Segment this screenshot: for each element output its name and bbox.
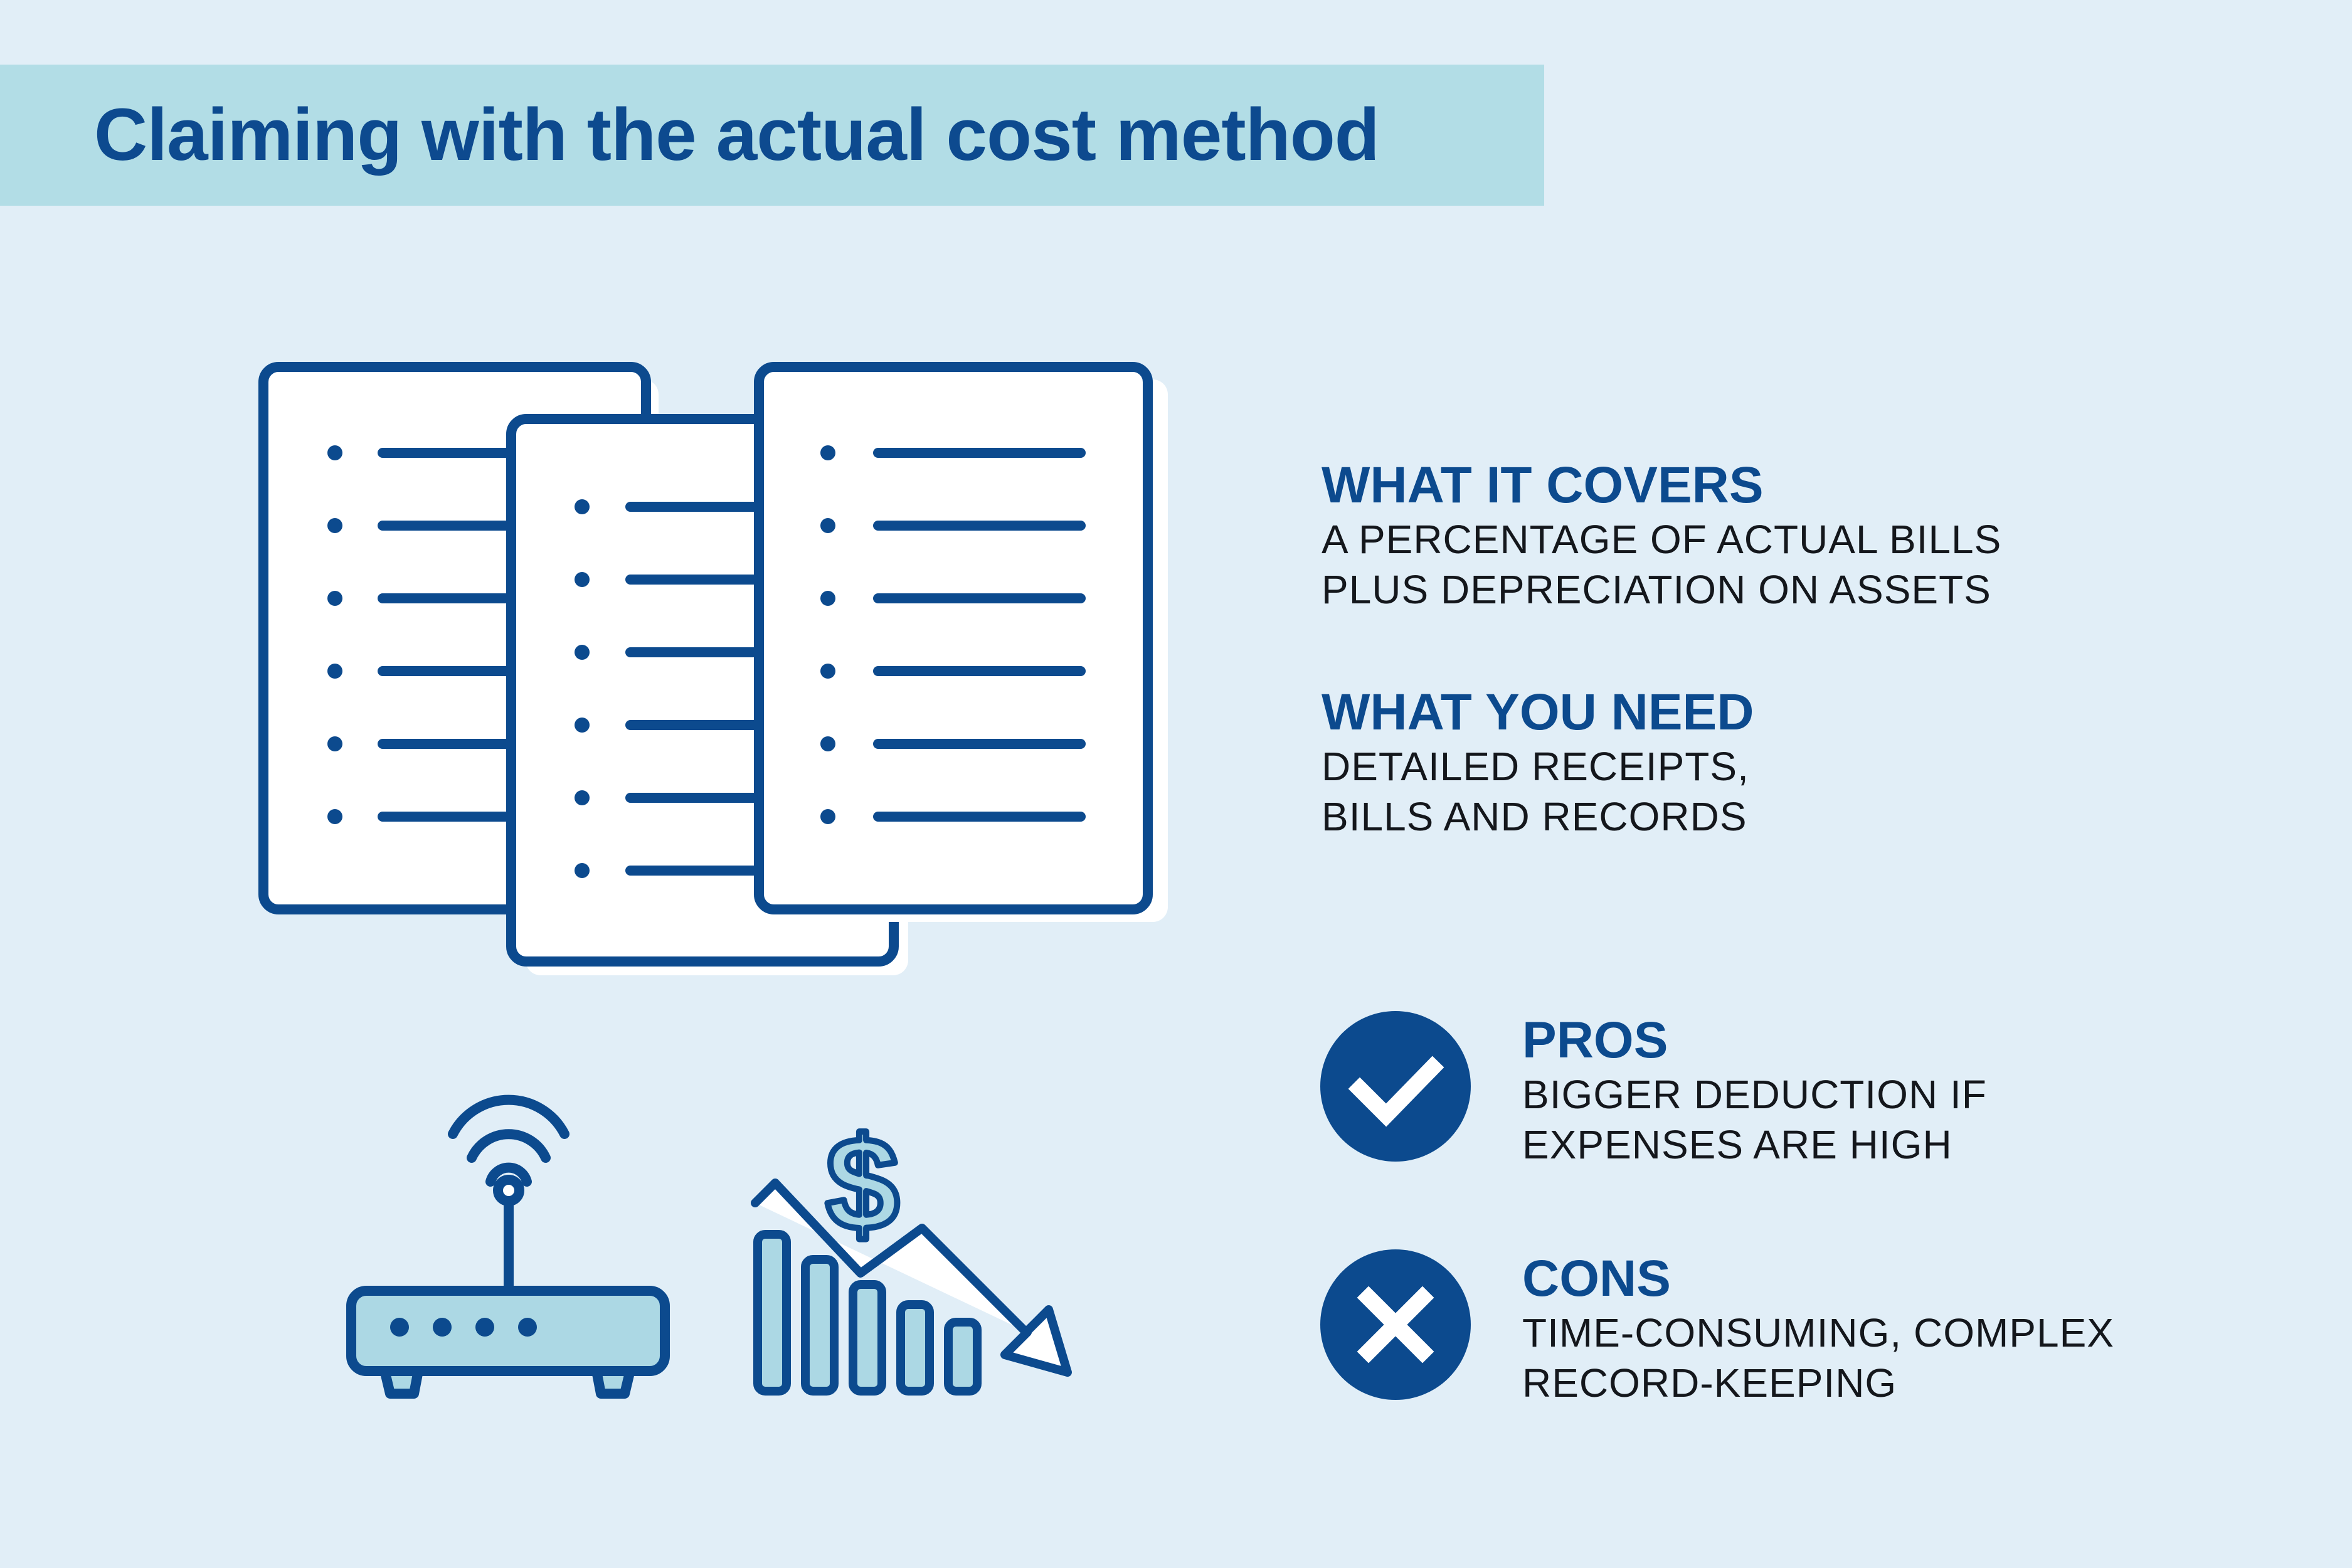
covers-line: A PERCENTAGE OF ACTUAL BILLS (1322, 517, 2002, 562)
document-page (754, 362, 1153, 914)
dollar-sign-icon: $ (826, 1110, 899, 1258)
needs-description: DETAILED RECEIPTS, BILLS AND RECORDS (1322, 741, 1754, 842)
wifi-router-icon (346, 1094, 670, 1399)
pros-line: EXPENSES ARE HIGH (1522, 1122, 1952, 1167)
covers-heading: WHAT IT COVERS (1322, 457, 1764, 514)
cons-line: RECORD-KEEPING (1522, 1360, 1897, 1406)
cons-heading: CONS (1522, 1250, 1671, 1307)
covers-section: WHAT IT COVERS A PERCENTAGE OF ACTUAL BI… (1322, 457, 2001, 615)
needs-section: WHAT YOU NEED DETAILED RECEIPTS, BILLS A… (1322, 684, 1754, 842)
pros-description: BIGGER DEDUCTION IF EXPENSES ARE HIGH (1522, 1069, 1987, 1170)
document-stack-icon (258, 362, 1168, 975)
needs-line: BILLS AND RECORDS (1322, 794, 1747, 839)
needs-line: DETAILED RECEIPTS, (1322, 744, 1749, 789)
declining-dollar-chart-icon: $ (751, 1107, 1072, 1396)
pros-heading: PROS (1522, 1012, 1668, 1069)
cons-section: CONS TIME-CONSUMING, COMPLEX RECORD-KEEP… (1522, 1250, 2114, 1408)
x-circle-icon (1320, 1249, 1471, 1400)
cons-description: TIME-CONSUMING, COMPLEX RECORD-KEEPING (1522, 1308, 2114, 1408)
covers-description: A PERCENTAGE OF ACTUAL BILLS PLUS DEPREC… (1322, 514, 2001, 615)
needs-heading: WHAT YOU NEED (1322, 684, 1754, 741)
covers-line: PLUS DEPRECIATION ON ASSETS (1322, 567, 1991, 612)
page-title: Claiming with the actual cost method (94, 93, 1380, 176)
pros-line: BIGGER DEDUCTION IF (1522, 1072, 1987, 1117)
cons-line: TIME-CONSUMING, COMPLEX (1522, 1310, 2114, 1355)
pros-section: PROS BIGGER DEDUCTION IF EXPENSES ARE HI… (1522, 1012, 1987, 1170)
title-band: Claiming with the actual cost method (0, 65, 1544, 206)
check-circle-icon (1320, 1011, 1471, 1162)
